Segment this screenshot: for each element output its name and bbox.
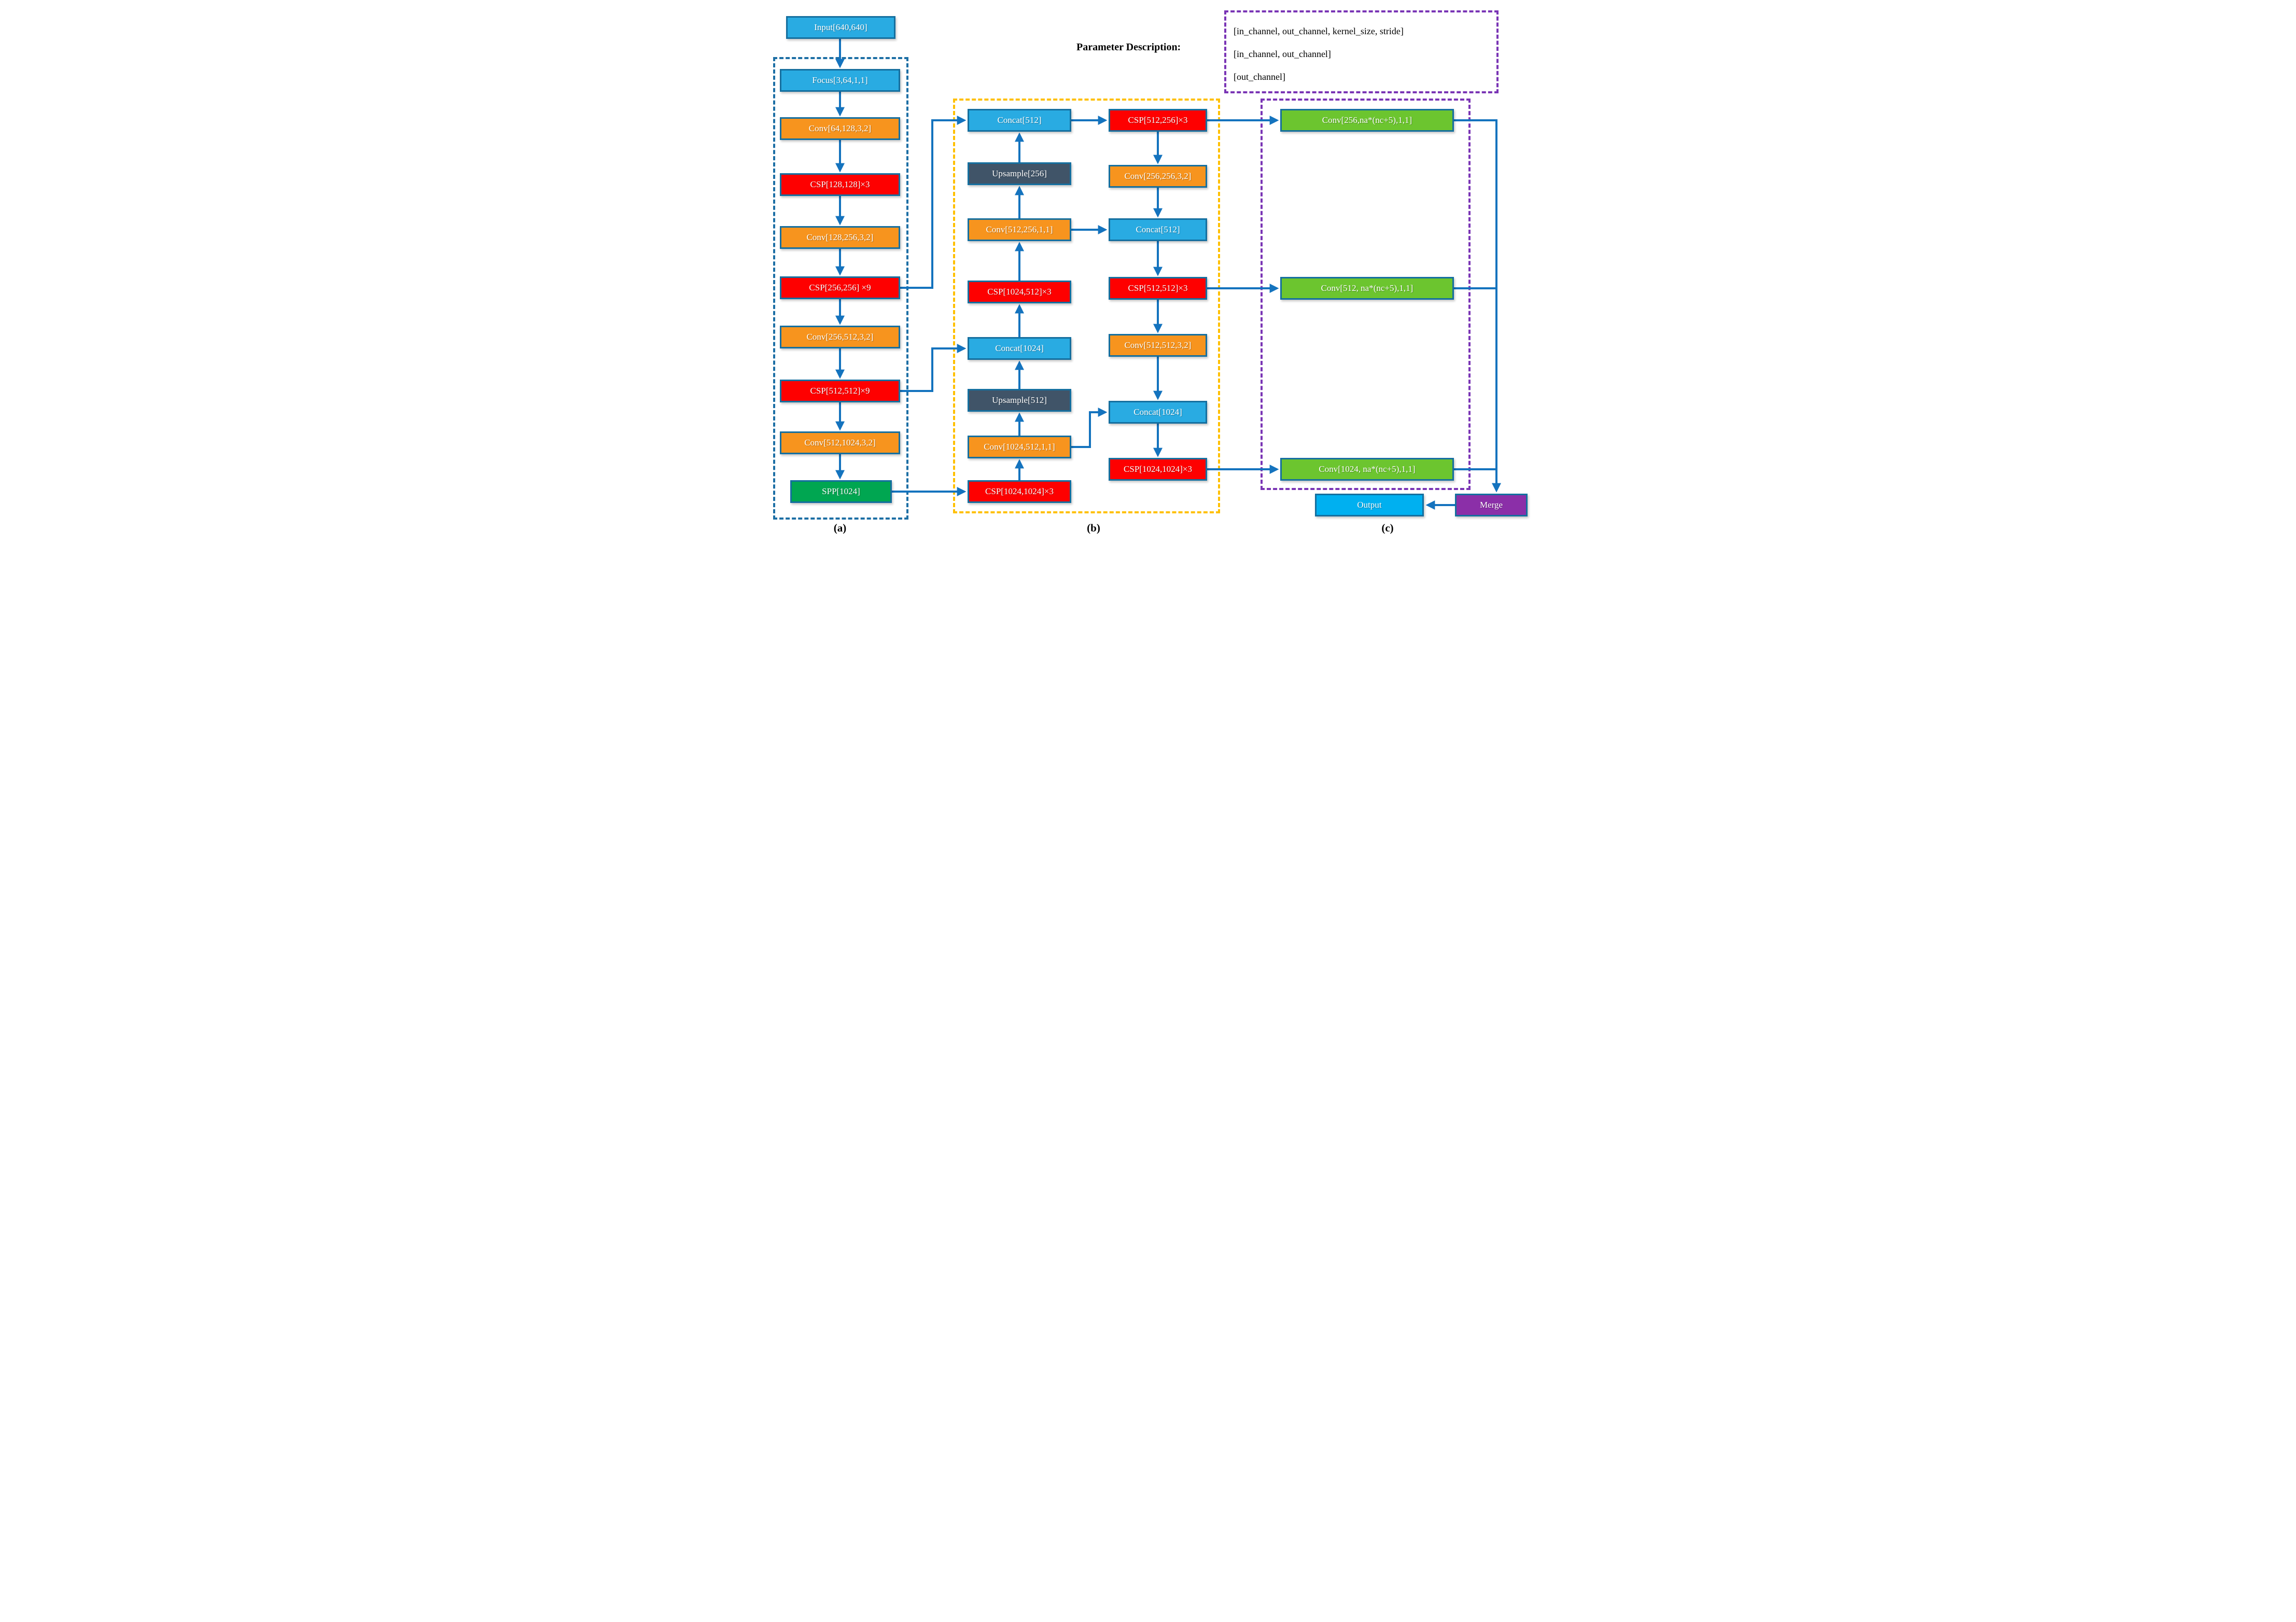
node-concat-512-right: Concat[512] <box>1109 218 1207 241</box>
caption-c: (c) <box>1381 522 1394 534</box>
legend-box-border <box>1224 10 1499 93</box>
legend-entry-conv: [in_channel, out_channel, kernel_size, s… <box>1234 26 1404 36</box>
node-conv-1024-512: Conv[1024,512,1,1] <box>968 436 1071 458</box>
node-csp-512-512: CSP[512,512]×9 <box>780 380 900 402</box>
node-conv-256-256: Conv[256,256,3,2] <box>1109 165 1207 188</box>
node-conv-128-256: Conv[128,256,3,2] <box>780 226 900 249</box>
node-conv-256-512: Conv[256,512,3,2] <box>780 326 900 348</box>
node-head-conv-512: Conv[512, na*(nc+5),1,1] <box>1280 277 1454 300</box>
node-csp-512-512-neck: CSP[512,512]×3 <box>1109 277 1207 300</box>
node-conv-512-512: Conv[512,512,3,2] <box>1109 334 1207 357</box>
node-csp-512-256: CSP[512,256]×3 <box>1109 109 1207 132</box>
node-neck-concat-512: Concat[512] <box>968 109 1071 132</box>
legend-entry-csp: [in_channel, out_channel] <box>1234 49 1331 59</box>
node-spp: SPP[1024] <box>790 480 892 503</box>
legend-entry-out: [out_channel] <box>1234 72 1285 82</box>
node-upsample-512: Upsample[512] <box>968 389 1071 412</box>
node-head-conv-256: Conv[256,na*(nc+5),1,1] <box>1280 109 1454 132</box>
neck-region-border <box>953 99 1220 513</box>
connector-conv1024512-concat1024 <box>1071 408 1108 448</box>
connectors-layer <box>835 39 1501 510</box>
node-upsample-256: Upsample[256] <box>968 162 1071 185</box>
node-focus: Focus[3,64,1,1] <box>780 69 900 92</box>
node-csp-256-256: CSP[256,256] ×9 <box>780 276 900 299</box>
node-csp-1024-1024-right: CSP[1024,1024]×3 <box>1109 458 1207 481</box>
legend-title: Parameter Description: <box>1076 41 1181 53</box>
architecture-diagram: Input[640,640] Focus[3,64,1,1] Conv[64,1… <box>765 0 1531 541</box>
node-head-conv-1024: Conv[1024, na*(nc+5),1,1] <box>1280 458 1454 481</box>
node-conv-512-1024: Conv[512,1024,3,2] <box>780 431 900 454</box>
node-merge: Merge <box>1455 494 1528 516</box>
node-conv-512-256: Conv[512,256,1,1] <box>968 218 1071 241</box>
node-csp-128-128: CSP[128,128]×3 <box>780 173 900 196</box>
caption-b: (b) <box>1087 522 1100 534</box>
node-csp-1024-1024-left: CSP[1024,1024]×3 <box>968 480 1071 503</box>
node-output: Output <box>1315 494 1424 516</box>
node-concat-1024-right: Concat[1024] <box>1109 401 1207 424</box>
node-csp-1024-512: CSP[1024,512]×3 <box>968 281 1071 303</box>
connector-head1-merge <box>1454 119 1501 493</box>
node-conv-64-128: Conv[64,128,3,2] <box>780 117 900 140</box>
caption-a: (a) <box>833 522 847 534</box>
node-neck-concat-1024: Concat[1024] <box>968 337 1071 360</box>
node-input: Input[640,640] <box>786 16 895 39</box>
connector-csp2-concat512 <box>900 116 967 289</box>
head-region-border <box>1261 99 1471 490</box>
connector-csp3-concat1024 <box>900 344 967 392</box>
